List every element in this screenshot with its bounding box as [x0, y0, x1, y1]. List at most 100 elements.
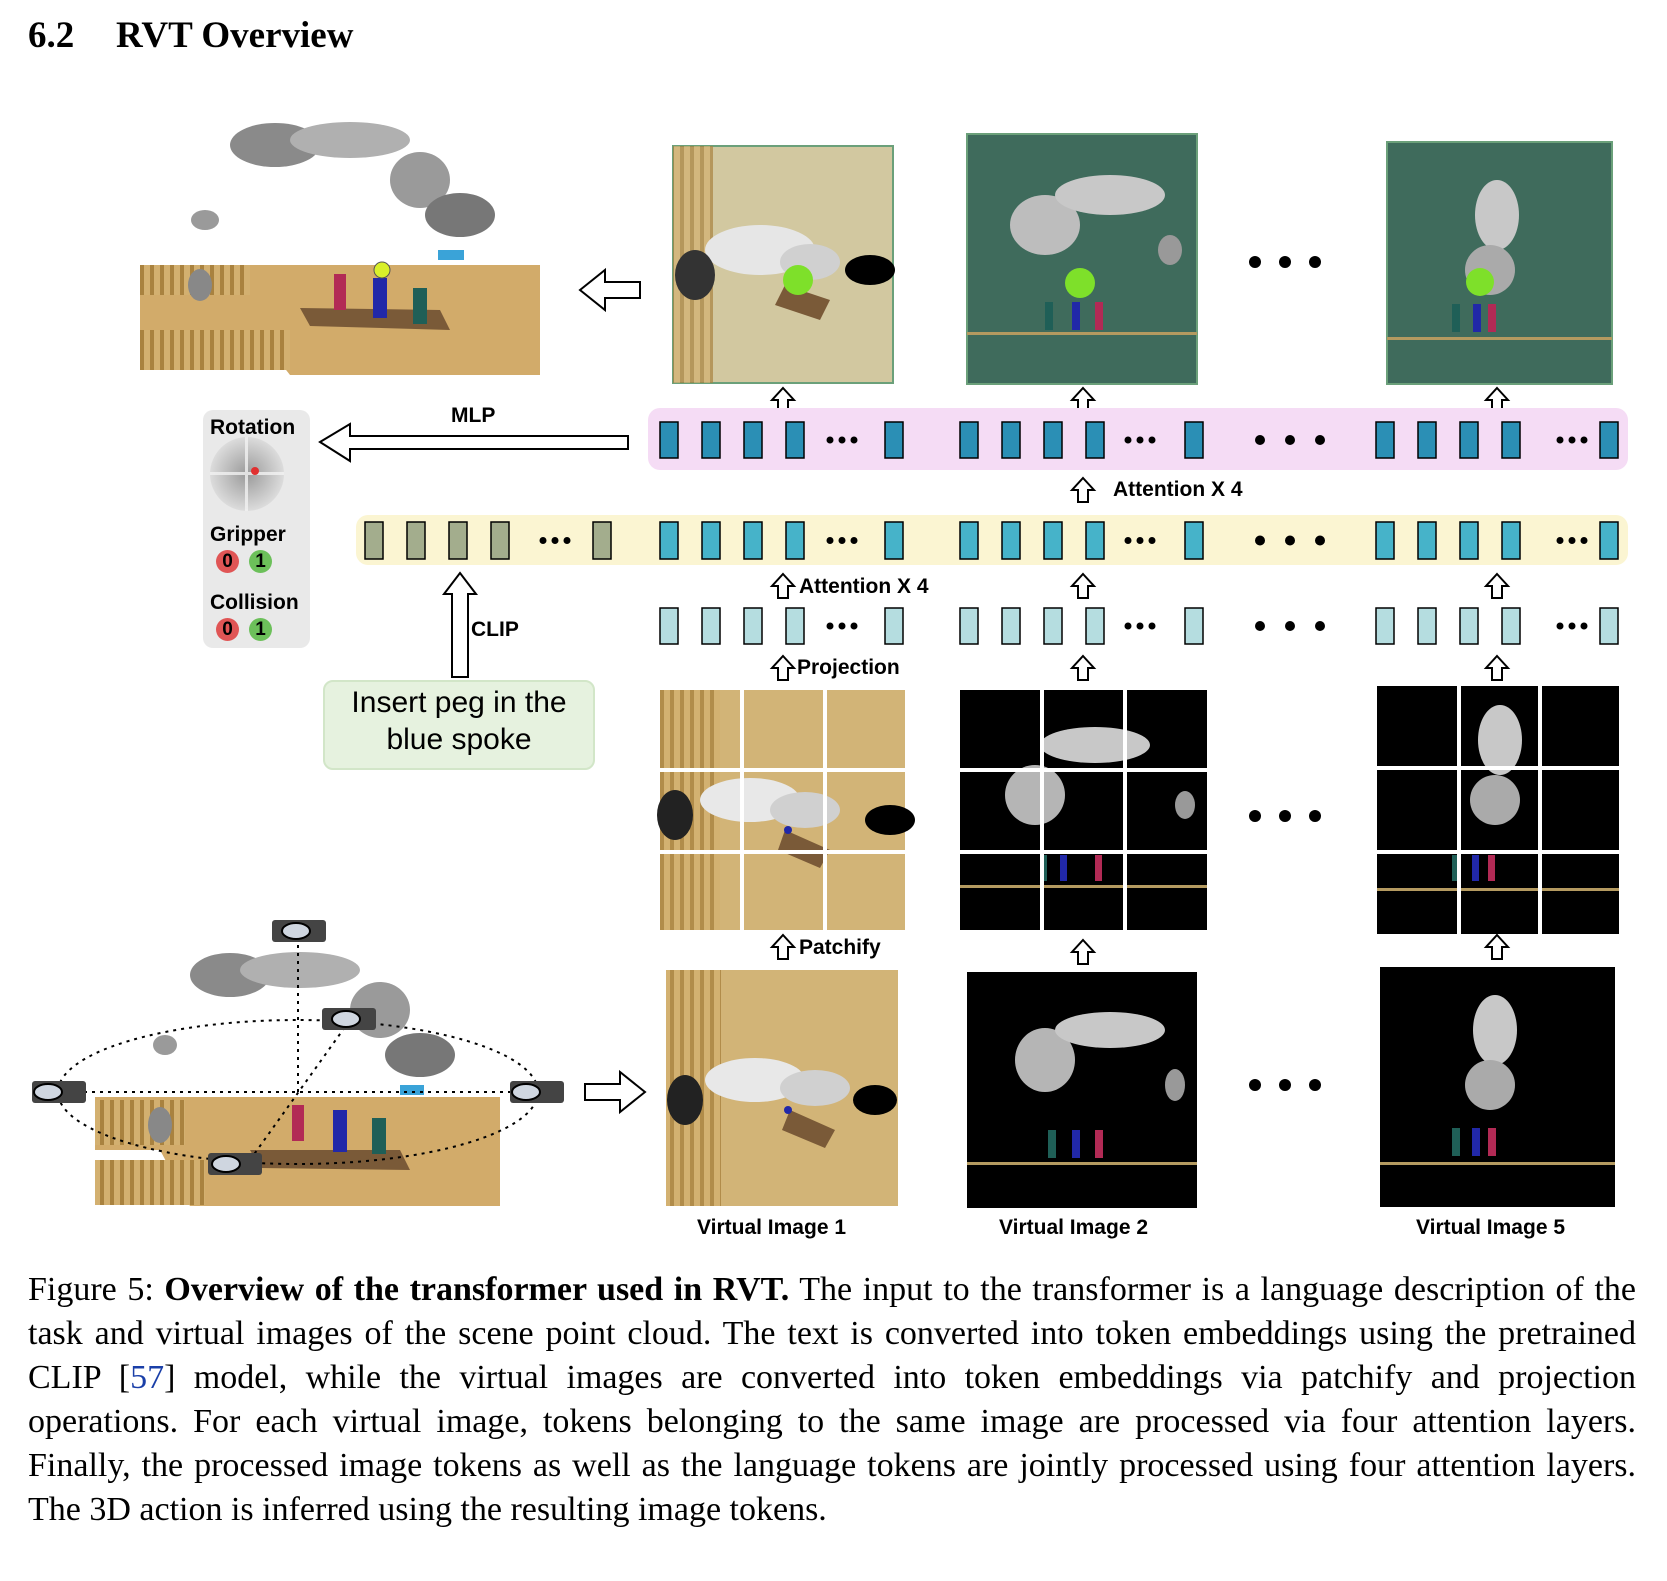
- token: [364, 521, 384, 560]
- ellipsis-dot: [1255, 621, 1265, 631]
- patchified-image-2: [960, 690, 1207, 930]
- virtual-image-1: [666, 970, 898, 1206]
- token: [1375, 607, 1395, 645]
- ellipsis-dot: [1580, 622, 1588, 630]
- ellipsis-dot: [1556, 436, 1564, 444]
- token: [1001, 421, 1021, 459]
- gripper-badge-0: 0: [216, 550, 239, 573]
- token: [701, 421, 721, 459]
- token: [1184, 421, 1204, 459]
- virtual-image-5: [1380, 967, 1615, 1207]
- camera-icon: [322, 1008, 376, 1030]
- token: [743, 607, 763, 645]
- camera-icon: [510, 1081, 564, 1103]
- clip-label: CLIP: [471, 618, 519, 641]
- citation-link[interactable]: 57: [130, 1359, 165, 1396]
- token: [659, 421, 679, 459]
- rotation-label: Rotation: [210, 416, 296, 439]
- ellipsis-dot: [1315, 435, 1325, 445]
- input-scene-image: [32, 920, 564, 1206]
- token: [959, 607, 979, 645]
- ellipsis-dot: [1568, 436, 1576, 444]
- token: [1459, 607, 1479, 645]
- ellipsis-dot: [1556, 622, 1564, 630]
- ellipsis-dot: [1136, 436, 1144, 444]
- token: [1501, 607, 1521, 645]
- virtual-image-1-label: Virtual Image 1: [697, 1216, 847, 1239]
- projection-label: Projection: [797, 656, 900, 679]
- attention-top-label: Attention X 4: [1113, 478, 1243, 501]
- token: [785, 521, 805, 560]
- caption-prefix: Figure 5:: [28, 1271, 154, 1308]
- section-number: 6.2: [28, 15, 75, 56]
- instruction-line-2: blue spoke: [386, 723, 532, 756]
- token: [1459, 521, 1479, 560]
- collision-badge-1: 1: [249, 618, 272, 641]
- ellipsis-dot: [850, 436, 858, 444]
- ellipsis-dot: [1580, 436, 1588, 444]
- ellipsis-dot: [1568, 537, 1576, 544]
- collision-badges: 0 1: [216, 618, 272, 641]
- heatmap-image-5: [1386, 141, 1613, 385]
- ellipsis-dot: [1136, 622, 1144, 630]
- ellipsis-dot: [1580, 537, 1588, 544]
- token: [592, 521, 612, 560]
- token: [785, 421, 805, 459]
- ellipsis-dot: [838, 537, 846, 544]
- ellipsis-dot: [1315, 535, 1325, 546]
- ellipsis-dot: [1285, 535, 1295, 546]
- token: [1184, 521, 1204, 560]
- output-arrow: [578, 267, 641, 313]
- ellipsis-dot: [539, 537, 547, 544]
- token: [490, 521, 510, 560]
- ellipsis-dot: [850, 622, 858, 630]
- token: [1599, 607, 1619, 645]
- token: [959, 521, 979, 560]
- render-arrow: [584, 1069, 647, 1115]
- attention-mid-label: Attention X 4: [799, 575, 929, 598]
- token: [1001, 607, 1021, 645]
- virtual-image-5-label: Virtual Image 5: [1416, 1216, 1566, 1239]
- token: [884, 521, 904, 560]
- ellipsis-dot: [563, 537, 571, 544]
- mlp-label: MLP: [451, 404, 496, 427]
- token: [701, 521, 721, 560]
- token: [884, 607, 904, 645]
- ellipsis-dot: [1556, 537, 1564, 544]
- token: [743, 421, 763, 459]
- camera-icon: [272, 920, 326, 942]
- camera-icon: [208, 1153, 262, 1175]
- ellipsis-dot: [838, 622, 846, 630]
- token: [1599, 521, 1619, 560]
- clip-arrow: [441, 571, 479, 678]
- token: [1043, 607, 1063, 645]
- ellipsis-dot: [1255, 435, 1265, 445]
- up-arrows-top: [769, 386, 1511, 413]
- patchify-label: Patchify: [799, 936, 881, 959]
- ellipsis-dot: [1124, 622, 1132, 630]
- ellipsis-dot: [1255, 535, 1265, 546]
- ellipsis-dot: [1124, 537, 1132, 544]
- token: [1375, 421, 1395, 459]
- ellipsis-dot: [1148, 537, 1156, 544]
- ellipsis-dot: [1285, 621, 1295, 631]
- gripper-badge-1: 1: [249, 550, 272, 573]
- collision-label: Collision: [210, 591, 299, 614]
- ellipsis-dot: [826, 436, 834, 444]
- token: [1599, 421, 1619, 459]
- gripper-label: Gripper: [210, 523, 286, 546]
- rvt-diagram: [32, 122, 1628, 1208]
- ellipsis-dot: [1136, 537, 1144, 544]
- ellipsis-dot: [838, 436, 846, 444]
- collision-badge-0: 0: [216, 618, 239, 641]
- token: [1417, 607, 1437, 645]
- token: [884, 421, 904, 459]
- per-image-attention-band: [356, 515, 1628, 565]
- heatmap-image-1: [672, 145, 895, 384]
- token: [1459, 421, 1479, 459]
- ellipsis-dot: [1568, 622, 1576, 630]
- ellipsis-dot: [826, 537, 834, 544]
- token: [659, 521, 679, 560]
- ellipsis-dot: [826, 622, 834, 630]
